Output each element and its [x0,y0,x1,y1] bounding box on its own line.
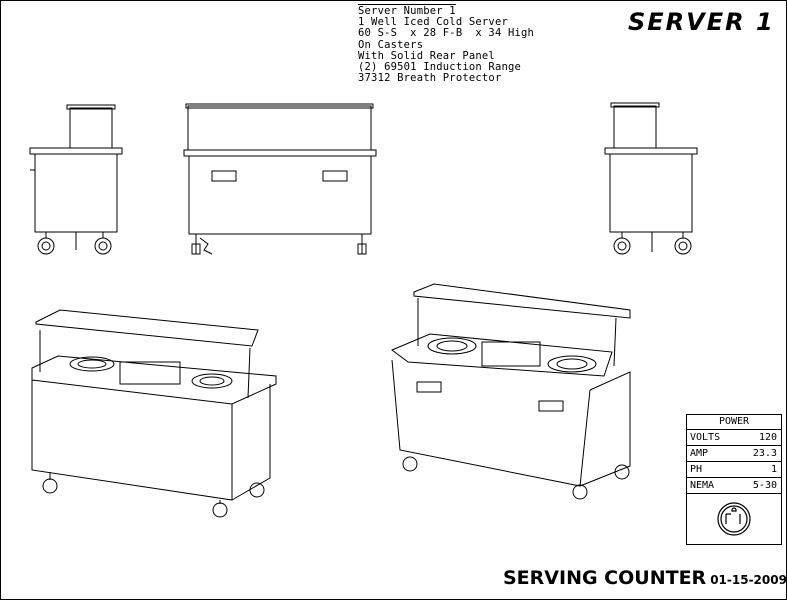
note-line: 60 S-S x 28 F-B x 34 High [358,27,535,40]
left-side-view [29,104,123,255]
power-label: VOLTS [690,432,721,443]
power-row: PH 1 [687,462,781,478]
note-line: Server Number 1 [358,5,456,17]
note-line: (2) 69501 Induction Range [358,61,522,74]
power-row: VOLTS 120 [687,430,781,446]
power-value: 1 [770,464,777,475]
note-line: 37312 Breath Protector [358,72,502,85]
front-view [183,103,377,255]
footer-title: SERVING COUNTER [503,567,707,589]
power-row: NEMA 5-30 [687,478,781,494]
power-value: 5-30 [752,480,777,491]
power-header: POWER [687,415,781,430]
power-table: POWER VOLTS 120 AMP 23.3 PH 1 NEMA 5-30 [686,414,782,545]
power-label: NEMA [690,480,715,491]
right-side-view [604,102,698,255]
power-value: 120 [758,432,777,443]
note-line: 1 Well Iced Cold Server [358,16,508,29]
note-line: On Casters [358,38,424,51]
spec-notes: Server Number 1 1 Well Iced Cold Server … [358,5,535,85]
right-isometric-view [391,283,631,500]
power-label: PH [690,464,703,475]
footer-date: 01-15-2009 [710,573,787,587]
power-value: 23.3 [752,448,777,459]
power-row: AMP 23.3 [687,446,781,462]
note-line: With Solid Rear Panel [358,49,495,62]
power-label: AMP [690,448,709,459]
drawing-title: SERVER 1 [628,8,775,36]
left-isometric-view [31,309,277,518]
plug-icon [687,494,781,544]
